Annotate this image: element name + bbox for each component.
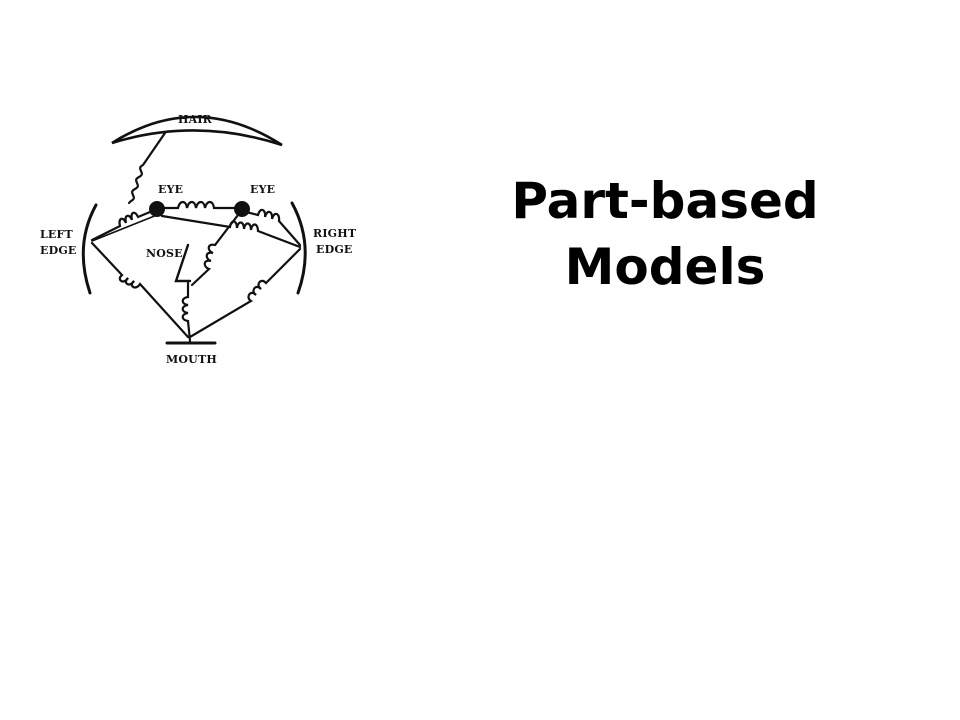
spring-hair-eye <box>127 131 167 205</box>
label-left-edge-1: LEFT <box>40 228 74 241</box>
title-line-1: Part-based <box>511 172 819 230</box>
right-eye-part <box>234 201 250 217</box>
left-eye-part <box>149 201 165 217</box>
title-line-2: Models <box>564 238 766 296</box>
spring-lefteye-rightedge <box>160 214 302 249</box>
left-edge-part <box>81 203 98 295</box>
label-left-edge-2: EDGE <box>40 244 77 257</box>
spring-nose-mouth <box>181 281 192 343</box>
spring-righteye-nose <box>190 213 240 287</box>
spring-face-diagram: HAIR EYE EYE LEFT EDGE RIGHT EDGE NOSE M… <box>40 113 357 366</box>
nose-part <box>174 243 192 283</box>
spring-leftedge-mouth <box>90 241 190 339</box>
label-nose: NOSE <box>146 247 183 260</box>
slide-title: Part-based Models <box>470 168 860 300</box>
label-eye-left: EYE <box>158 183 183 196</box>
right-edge-part <box>290 201 307 295</box>
spring-eye-eye <box>163 200 237 210</box>
label-right-edge-2: EDGE <box>316 243 353 256</box>
label-hair: HAIR <box>178 113 213 126</box>
hair-part <box>111 115 283 147</box>
spring-righteye-rightedge <box>244 208 302 247</box>
spring-lefteye-leftedge <box>90 210 152 242</box>
label-right-edge-1: RIGHT <box>313 227 357 240</box>
spring-leftedge-righteye <box>91 212 163 242</box>
spring-rightedge-mouth <box>188 247 302 339</box>
label-mouth: MOUTH <box>166 353 217 366</box>
label-eye-right: EYE <box>250 183 275 196</box>
